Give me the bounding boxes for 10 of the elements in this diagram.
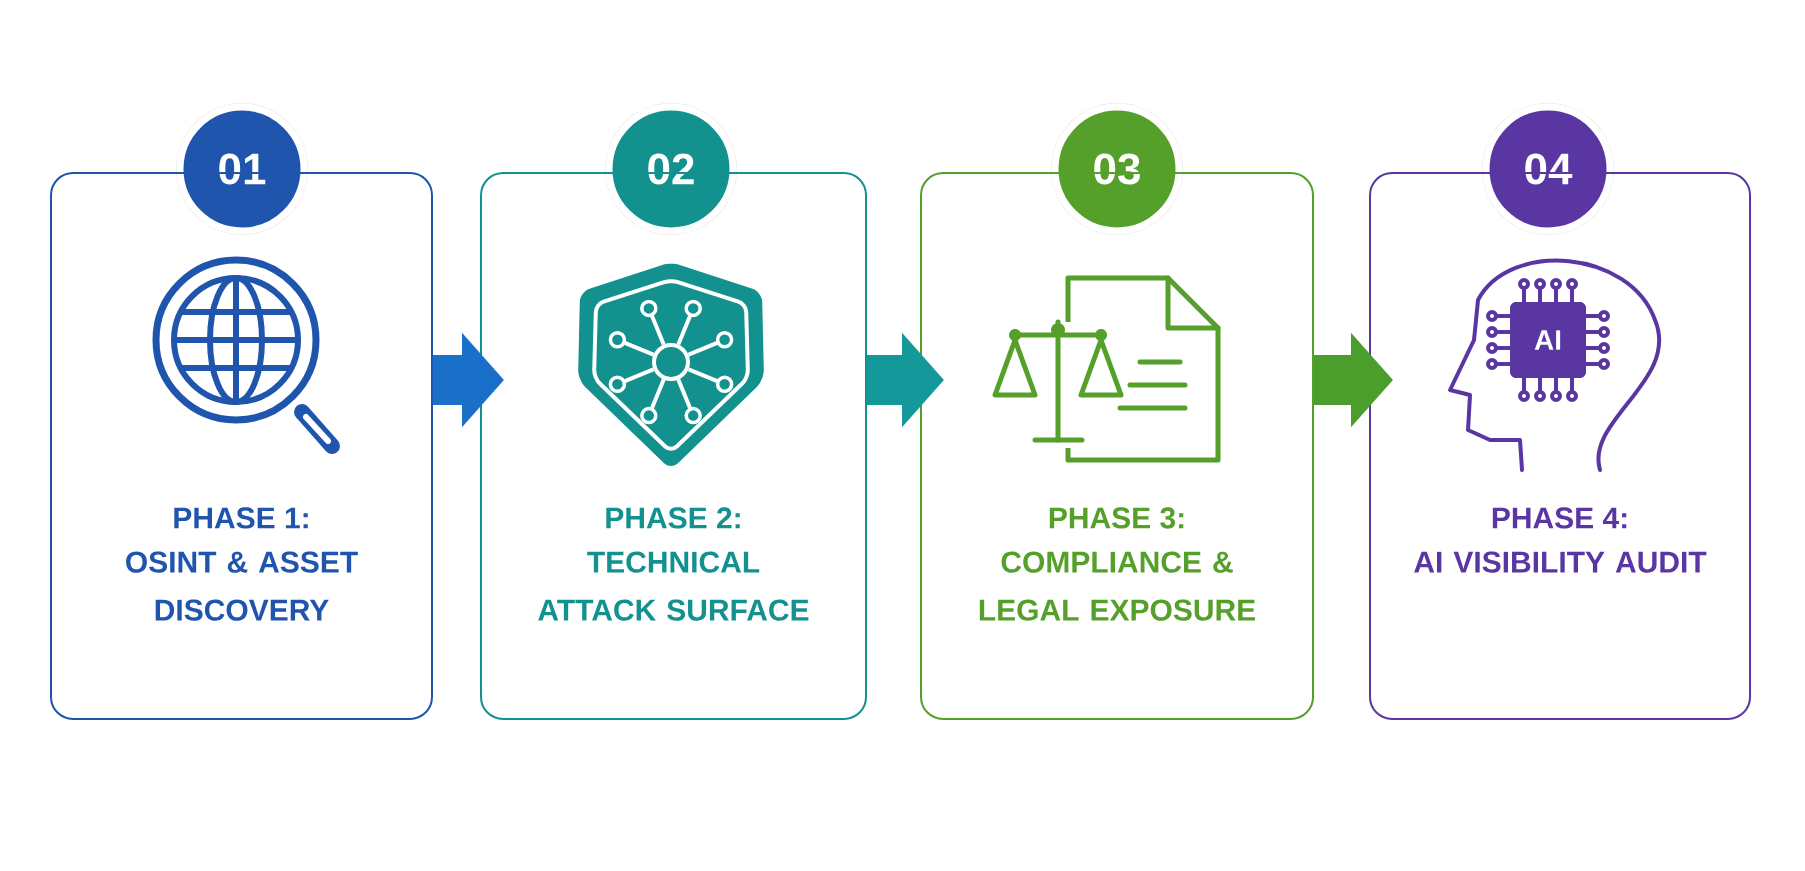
phase-title: COMPLIANCE & LEGAL EXPOSURE: [979, 551, 1255, 621]
phase-title: TECHNICAL ATTACK SURFACE: [538, 551, 809, 621]
phase-heading: PHASE 3:: [1049, 507, 1184, 529]
number-badge: 03: [1051, 103, 1183, 235]
phase-title: AI VISIBILITY AUDIT: [1414, 551, 1707, 573]
phase-heading: PHASE 4:: [1492, 507, 1627, 529]
chip-label: AI: [1534, 330, 1561, 350]
phase-heading: PHASE 1:: [174, 507, 308, 529]
phase-title: OSINT & ASSET DISCOVERY: [126, 551, 358, 621]
phase-heading: PHASE 2:: [606, 507, 740, 529]
